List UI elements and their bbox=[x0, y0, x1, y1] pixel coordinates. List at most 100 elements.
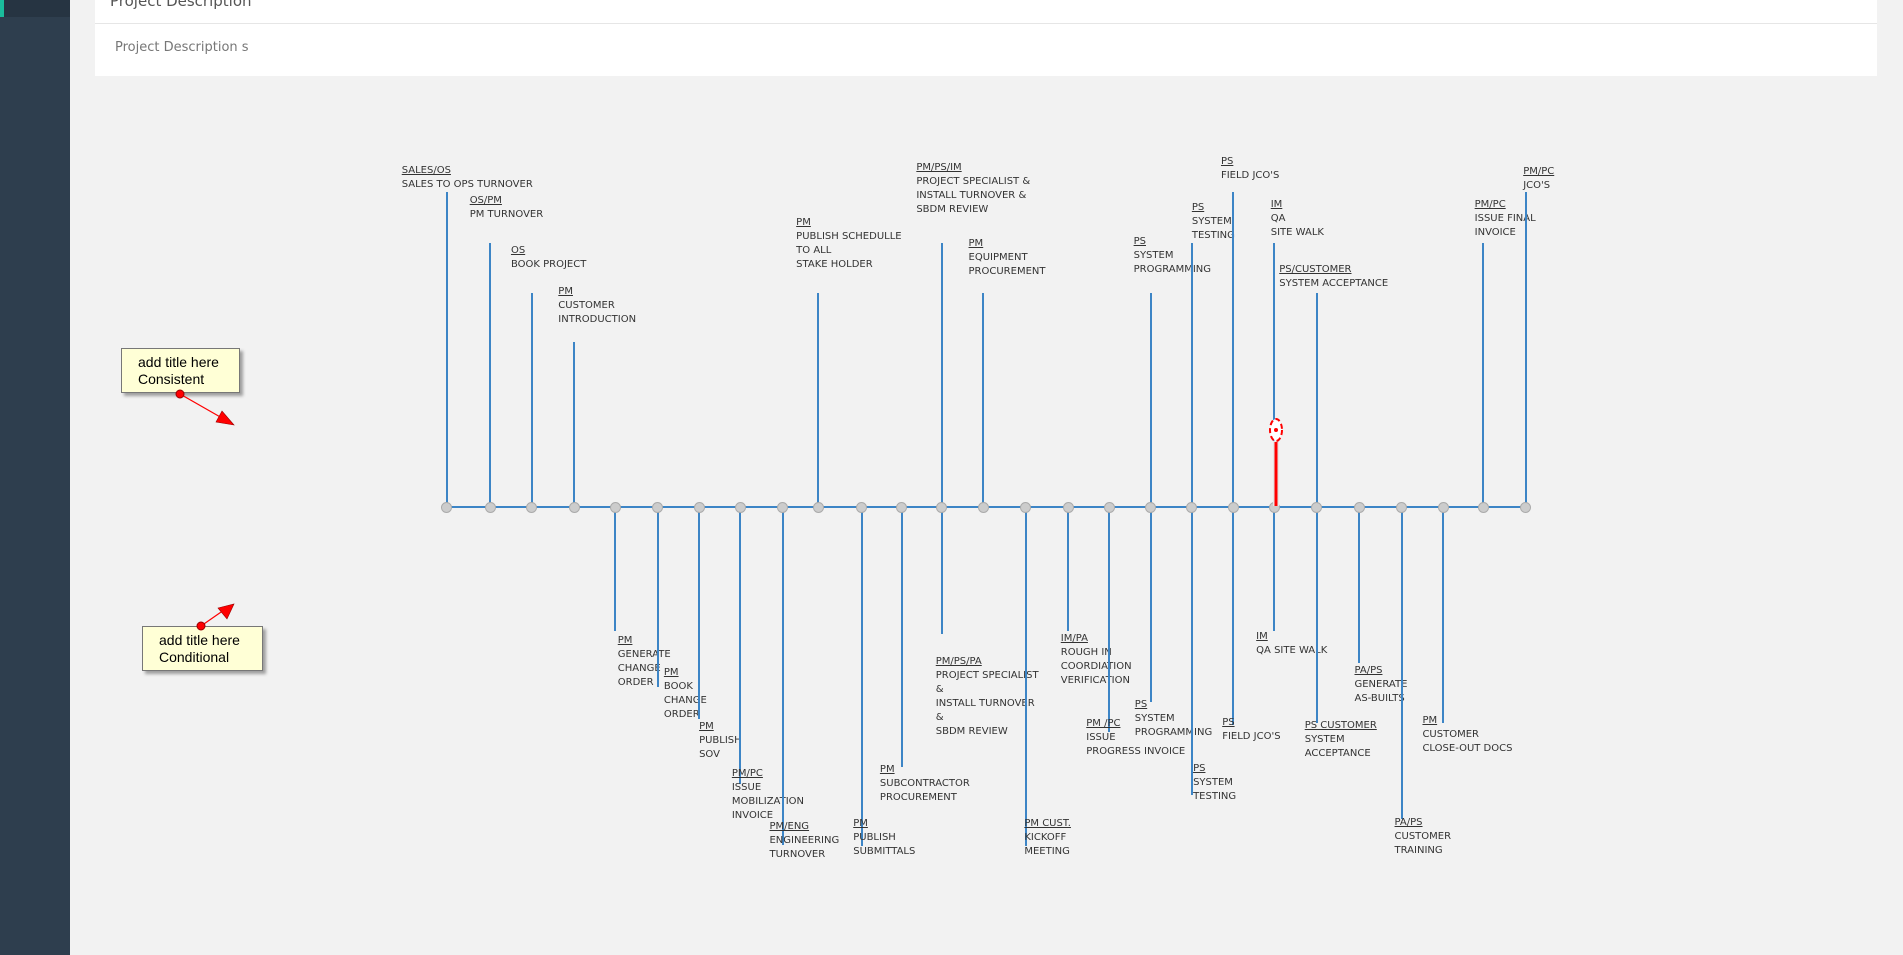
event-text: PROCUREMENT bbox=[968, 265, 1046, 277]
timeline-node[interactable] bbox=[1020, 502, 1032, 513]
event-role: OS bbox=[510, 244, 526, 256]
event-role: PS bbox=[1133, 236, 1146, 248]
timeline-node[interactable] bbox=[1437, 502, 1449, 513]
event-text: TRAINING bbox=[1394, 844, 1443, 856]
timeline-node[interactable] bbox=[734, 502, 746, 513]
timeline-node[interactable] bbox=[1227, 502, 1239, 513]
timeline-node[interactable] bbox=[777, 502, 789, 513]
timeline-node[interactable] bbox=[856, 502, 868, 513]
current-position-marker-icon[interactable] bbox=[1269, 416, 1283, 508]
timeline-node[interactable] bbox=[812, 502, 824, 513]
timeline-node[interactable] bbox=[936, 502, 948, 513]
event-text: MOBILIZATION bbox=[731, 796, 805, 808]
event-role: SALES/OS bbox=[401, 164, 451, 176]
event-role: PM CUST. bbox=[1024, 817, 1071, 829]
event-text: BOOK PROJECT bbox=[510, 258, 587, 270]
timeline-node[interactable] bbox=[526, 502, 538, 513]
timeline-node[interactable] bbox=[1186, 502, 1198, 513]
event-stem-top bbox=[1524, 191, 1527, 507]
event-text: & bbox=[935, 712, 944, 724]
event-label[interactable]: OS BOOK PROJECT bbox=[511, 244, 586, 272]
event-text: VERIFICATION bbox=[1060, 675, 1130, 687]
event-stem-top bbox=[573, 342, 576, 507]
event-text: FIELD JCO'S bbox=[1220, 170, 1280, 182]
event-text: SYSTEM bbox=[1193, 777, 1233, 789]
event-role: PM bbox=[699, 720, 714, 732]
event-role: PS bbox=[1191, 202, 1205, 214]
timeline-node[interactable] bbox=[1353, 502, 1365, 513]
event-stem-top bbox=[1315, 292, 1318, 507]
timeline-node[interactable] bbox=[1145, 502, 1157, 513]
timeline-node[interactable] bbox=[441, 502, 453, 513]
event-stem-top bbox=[489, 242, 492, 507]
event-text: TESTING bbox=[1193, 791, 1237, 803]
event-text: KICKOFF bbox=[1024, 831, 1067, 843]
event-stem-bottom bbox=[614, 507, 617, 632]
event-text: SBDM REVIEW bbox=[935, 726, 1008, 738]
event-role: PM bbox=[796, 217, 811, 229]
sidebar-active-item[interactable] bbox=[0, 0, 70, 17]
timeline-node[interactable] bbox=[484, 502, 496, 513]
consistent-arrow-icon[interactable] bbox=[175, 389, 235, 426]
event-text: SYSTEM bbox=[1133, 250, 1174, 262]
event-text: GENERATE bbox=[1354, 678, 1408, 690]
event-role: PM/PS/IM bbox=[916, 162, 962, 174]
sidebar bbox=[0, 0, 70, 955]
event-stem-top bbox=[530, 292, 533, 507]
timeline-node[interactable] bbox=[568, 502, 580, 513]
timeline-node[interactable] bbox=[1062, 502, 1074, 513]
callout-consistent[interactable]: add title here Consistent bbox=[121, 348, 240, 393]
timeline-node[interactable] bbox=[693, 502, 705, 513]
timeline-node[interactable] bbox=[977, 502, 989, 513]
timeline-node[interactable] bbox=[1311, 502, 1323, 513]
event-text: INTRODUCTION bbox=[558, 314, 637, 326]
event-role: PA/PS bbox=[1394, 816, 1423, 828]
event-stem-bottom bbox=[860, 507, 863, 846]
event-text: QA SITE WALK bbox=[1256, 644, 1328, 656]
timeline-node[interactable] bbox=[1103, 502, 1115, 513]
event-role: PM bbox=[853, 817, 868, 829]
timeline-node[interactable] bbox=[1396, 502, 1408, 513]
timeline-node[interactable] bbox=[1520, 502, 1532, 513]
conditional-arrow-icon[interactable] bbox=[196, 603, 235, 631]
event-stem-top bbox=[817, 292, 820, 507]
event-text: ORDER bbox=[617, 676, 654, 688]
timeline-node[interactable] bbox=[652, 502, 664, 513]
timeline-node[interactable] bbox=[896, 502, 908, 513]
timeline-node[interactable] bbox=[1477, 502, 1489, 513]
event-role: OS/PM bbox=[469, 195, 502, 207]
timeline-node[interactable] bbox=[609, 502, 621, 513]
